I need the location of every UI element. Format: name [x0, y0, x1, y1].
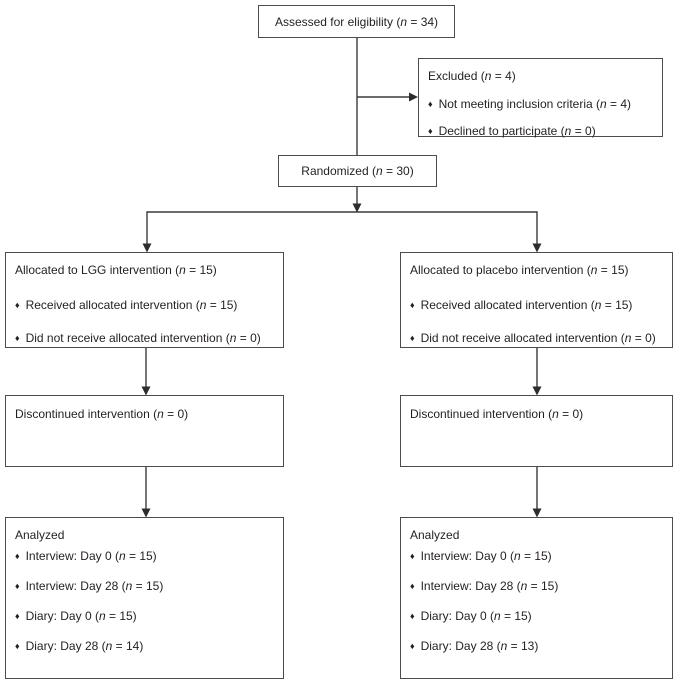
diamond-bullet-icon: ♦ [410, 611, 415, 621]
diamond-bullet-icon: ♦ [15, 611, 20, 621]
analyzed-placebo-title: Analyzed [410, 528, 460, 542]
analyzed-lgg-box: Analyzed ♦Interview: Day 0 (n = 15) ♦Int… [5, 517, 284, 679]
randomized-text: Randomized (n = 30) [301, 164, 414, 178]
discontinued-lgg-title: Discontinued intervention (n = 0) [15, 407, 189, 421]
excluded-item: ♦Not meeting inclusion criteria (n = 4) [428, 97, 632, 111]
allocation-lgg-title: Allocated to LGG intervention (n = 15) [15, 263, 217, 277]
diamond-bullet-icon: ♦ [15, 641, 20, 651]
analyzed-placebo-item: ♦Diary: Day 0 (n = 15) [410, 609, 532, 623]
analyzed-placebo-item: ♦Interview: Day 0 (n = 15) [410, 549, 552, 563]
diamond-bullet-icon: ♦ [15, 551, 20, 561]
discontinued-lgg-box: Discontinued intervention (n = 0) [5, 395, 284, 467]
analyzed-lgg-item: ♦Interview: Day 0 (n = 15) [15, 549, 157, 563]
diamond-bullet-icon: ♦ [428, 99, 433, 109]
allocation-lgg-item: ♦Received allocated intervention (n = 15… [15, 298, 238, 312]
arrowhead-excluded-icon [409, 92, 418, 102]
excluded-box: Excluded (n = 4) ♦Not meeting inclusion … [418, 58, 663, 138]
allocation-placebo-box: Allocated to placebo intervention (n = 1… [400, 252, 673, 348]
analyzed-placebo-box: Analyzed ♦Interview: Day 0 (n = 15) ♦Int… [400, 517, 673, 679]
allocation-placebo-item: ♦Received allocated intervention (n = 15… [410, 298, 633, 312]
discontinued-placebo-box: Discontinued intervention (n = 0) [400, 395, 673, 467]
diamond-bullet-icon: ♦ [15, 333, 20, 343]
allocation-placebo-item: ♦Did not receive allocated intervention … [410, 331, 656, 345]
diamond-bullet-icon: ♦ [428, 126, 433, 136]
analyzed-placebo-item: ♦Interview: Day 28 (n = 15) [410, 579, 559, 593]
diamond-bullet-icon: ♦ [410, 581, 415, 591]
diamond-bullet-icon: ♦ [410, 300, 415, 310]
allocation-lgg-item: ♦Did not receive allocated intervention … [15, 331, 261, 345]
diamond-bullet-icon: ♦ [410, 551, 415, 561]
diamond-bullet-icon: ♦ [15, 581, 20, 591]
assessed-box: Assessed for eligibility (n = 34) [258, 5, 455, 38]
excluded-item: ♦Declined to participate (n = 0) [428, 124, 596, 138]
analyzed-placebo-item: ♦Diary: Day 28 (n = 13) [410, 639, 539, 653]
analyzed-lgg-item: ♦Interview: Day 28 (n = 15) [15, 579, 164, 593]
diamond-bullet-icon: ♦ [410, 333, 415, 343]
diamond-bullet-icon: ♦ [15, 300, 20, 310]
arrowhead-branch-icon [352, 203, 362, 213]
assessed-text: Assessed for eligibility (n = 34) [274, 14, 439, 29]
allocation-lgg-box: Allocated to LGG intervention (n = 15) ♦… [5, 252, 284, 348]
analyzed-lgg-item: ♦Diary: Day 28 (n = 14) [15, 639, 144, 653]
discontinued-placebo-title: Discontinued intervention (n = 0) [410, 407, 584, 421]
excluded-title: Excluded (n = 4) [428, 69, 516, 83]
analyzed-lgg-item: ♦Diary: Day 0 (n = 15) [15, 609, 137, 623]
allocation-placebo-title: Allocated to placebo intervention (n = 1… [410, 263, 629, 277]
randomized-box: Randomized (n = 30) [278, 155, 437, 187]
analyzed-lgg-title: Analyzed [15, 528, 65, 542]
diamond-bullet-icon: ♦ [410, 641, 415, 651]
